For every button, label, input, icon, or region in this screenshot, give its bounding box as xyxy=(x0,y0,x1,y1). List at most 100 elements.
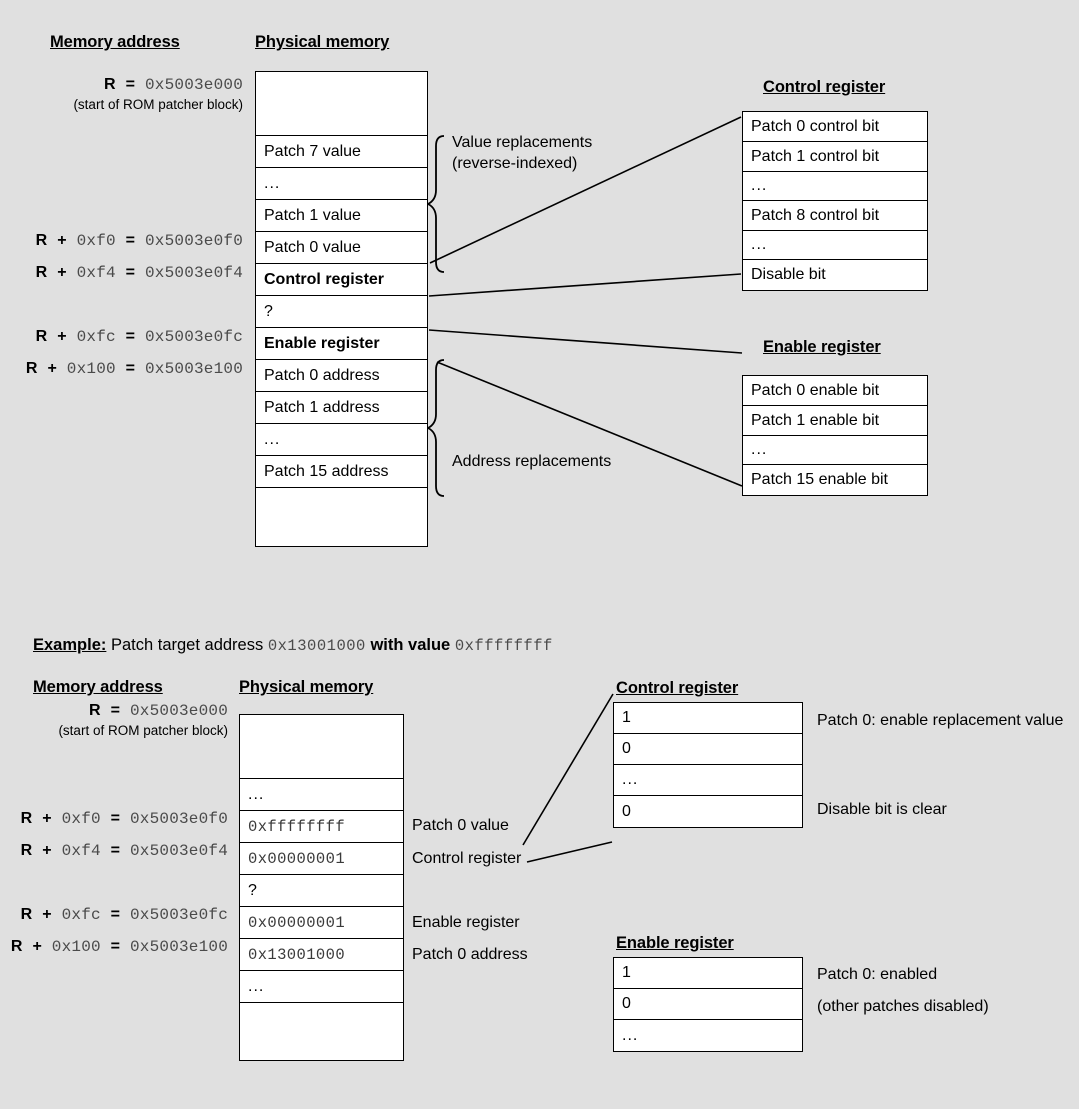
table-row: Patch 0 value xyxy=(256,232,427,264)
brace-address-replacements xyxy=(425,359,445,497)
top-address-f4: R + 0xf4 = 0x5003e0f4 xyxy=(35,264,243,282)
example-text-1: Patch target address xyxy=(110,636,264,654)
example-enable-register-table: 1 0 ... xyxy=(613,957,803,1052)
example-header-memory-address: Memory address xyxy=(33,678,163,696)
table-row: 0 xyxy=(622,802,631,820)
table-row: 0 xyxy=(614,734,802,765)
example-address-fc: R + 0xfc = 0x5003e0fc xyxy=(20,906,228,924)
table-row: 1 xyxy=(614,703,802,734)
example-address-fc-offset: 0xfc xyxy=(61,906,101,924)
example-address-f4-value: 0x5003e0f4 xyxy=(129,842,228,860)
top-address-f0: R + 0xf0 = 0x5003e0f0 xyxy=(35,232,243,250)
example-annotation-patch-0-address: Patch 0 address xyxy=(412,946,528,963)
example-address-f0-value: 0x5003e0f0 xyxy=(129,810,228,828)
example-address-base-value: 0x5003e000 xyxy=(129,702,228,720)
brace-value-replacements xyxy=(425,135,445,273)
top-address-100: R + 0x100 = 0x5003e100 xyxy=(25,360,243,378)
table-row: ... xyxy=(256,424,427,456)
table-row: Patch 0 enable bit xyxy=(743,376,927,406)
table-row xyxy=(256,488,427,546)
example-control-register-table: 1 0 ... 0 xyxy=(613,702,803,828)
table-row: ... xyxy=(743,231,927,260)
top-address-f0-value: 0x5003e0f0 xyxy=(144,232,243,250)
example-annotation-patch-0-value: Patch 0 value xyxy=(412,817,509,834)
table-row: ... xyxy=(622,1026,639,1044)
table-row: Patch 15 address xyxy=(256,456,427,488)
example-enable-note-other-patches: (other patches disabled) xyxy=(817,998,989,1015)
example-address-100-value: 0x5003e100 xyxy=(129,938,228,956)
label-value-replacements-line2: (reverse-indexed) xyxy=(452,155,578,172)
example-text-2: with value xyxy=(370,636,451,654)
top-header-enable-register: Enable register xyxy=(763,338,881,356)
example-address-fc-value: 0x5003e0fc xyxy=(129,906,228,924)
example-address-f4: R + 0xf4 = 0x5003e0f4 xyxy=(20,842,228,860)
line-control-row-to-control-table xyxy=(428,273,742,297)
example-patch-value: 0xffffffff xyxy=(454,637,553,655)
example-address-100: R + 0x100 = 0x5003e100 xyxy=(10,938,228,956)
top-address-fc-offset: 0xfc xyxy=(76,328,116,346)
table-row: ... xyxy=(743,436,927,465)
example-address-f4-offset: 0xf4 xyxy=(61,842,101,860)
example-annotation-enable-register: Enable register xyxy=(412,914,520,931)
example-address-base-note: (start of ROM patcher block) xyxy=(58,723,228,738)
table-row: ... xyxy=(743,172,927,201)
top-address-100-value: 0x5003e100 xyxy=(144,360,243,378)
top-address-fc-value: 0x5003e0fc xyxy=(144,328,243,346)
example-address-f0-offset: 0xf0 xyxy=(61,810,101,828)
table-row: Patch 1 value xyxy=(256,200,427,232)
top-header-control-register: Control register xyxy=(763,78,886,96)
label-address-replacements: Address replacements xyxy=(452,453,612,470)
top-address-100-offset: 0x100 xyxy=(66,360,116,378)
table-row: Patch 8 control bit xyxy=(743,201,927,231)
example-control-note-disable-bit: Disable bit is clear xyxy=(817,801,947,818)
table-row: Patch 7 value xyxy=(256,136,427,168)
table-row: 1 xyxy=(614,958,802,989)
top-enable-register-table: Patch 0 enable bit Patch 1 enable bit ..… xyxy=(742,375,928,496)
label-value-replacements-line1: Value replacements xyxy=(452,134,593,151)
table-row: Patch 0 address xyxy=(256,360,427,392)
example-address-100-offset: 0x100 xyxy=(51,938,101,956)
example-address-base: R = 0x5003e000 xyxy=(89,702,228,720)
top-header-physical-memory: Physical memory xyxy=(255,33,390,51)
table-row: ? xyxy=(256,296,427,328)
line-enable-row-to-enable-heading xyxy=(428,329,743,354)
table-row: 0x13001000 xyxy=(240,939,403,971)
line-example-value-to-control-table xyxy=(522,693,614,846)
example-physical-memory-table: ... 0xffffffff 0x00000001 ? 0x00000001 0… xyxy=(239,714,404,1061)
top-address-f4-value: 0x5003e0f4 xyxy=(144,264,243,282)
example-title: Example: Patch target address 0x13001000… xyxy=(33,636,553,655)
example-enable-note-patch-0: Patch 0: enabled xyxy=(817,966,938,983)
table-row: 0x00000001 xyxy=(240,907,403,939)
table-row: Enable register xyxy=(256,328,427,360)
table-row: ... xyxy=(240,971,403,1003)
table-row: Patch 1 control bit xyxy=(743,142,927,172)
table-row: 0x00000001 xyxy=(240,843,403,875)
top-address-base: R = 0x5003e000 xyxy=(104,76,243,94)
table-row: Disable bit xyxy=(751,266,826,283)
example-control-note-patch-0: Patch 0: enable replacement value xyxy=(817,712,1064,729)
example-target-address: 0x13001000 xyxy=(267,637,366,655)
example-address-f0: R + 0xf0 = 0x5003e0f0 xyxy=(20,810,228,828)
example-annotation-control-register: Control register xyxy=(412,850,522,867)
top-header-memory-address: Memory address xyxy=(50,33,180,51)
top-physical-memory-table: Patch 7 value ... Patch 1 value Patch 0 … xyxy=(255,71,428,547)
table-row: ... xyxy=(614,765,802,796)
line-example-control-annotation xyxy=(526,841,613,863)
example-label: Example: xyxy=(33,636,107,654)
top-address-f0-offset: 0xf0 xyxy=(76,232,116,250)
table-row: Patch 1 address xyxy=(256,392,427,424)
table-row: Control register xyxy=(256,264,427,296)
table-row: 0 xyxy=(614,989,802,1020)
table-row xyxy=(256,72,427,136)
top-address-base-note: (start of ROM patcher block) xyxy=(73,97,243,112)
top-control-register-table: Patch 0 control bit Patch 1 control bit … xyxy=(742,111,928,291)
top-address-base-value: 0x5003e000 xyxy=(144,76,243,94)
table-row: Patch 0 control bit xyxy=(743,112,927,142)
example-header-enable-register: Enable register xyxy=(616,934,734,952)
top-address-f4-offset: 0xf4 xyxy=(76,264,116,282)
example-header-physical-memory: Physical memory xyxy=(239,678,374,696)
table-row: ... xyxy=(256,168,427,200)
table-row: Patch 1 enable bit xyxy=(743,406,927,436)
top-address-fc: R + 0xfc = 0x5003e0fc xyxy=(35,328,243,346)
